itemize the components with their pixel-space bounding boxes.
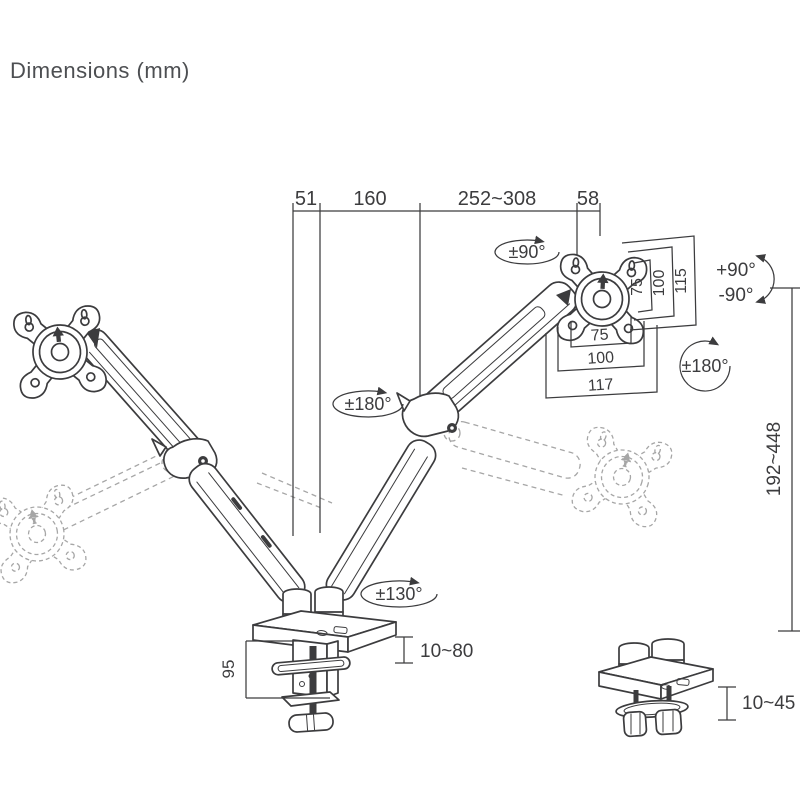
arm-swivel-label: ±180° bbox=[344, 394, 391, 414]
vesa-hole-width-100: 100 bbox=[587, 349, 615, 368]
ghost-right-arm bbox=[443, 420, 581, 497]
vesa-plate-width-117: 117 bbox=[587, 376, 614, 395]
tilt-annotation bbox=[755, 254, 775, 304]
vesa-hole-width-75: 75 bbox=[590, 326, 609, 344]
dim-reach-range: 252~308 bbox=[458, 188, 536, 210]
arm-swivel-annotation bbox=[332, 386, 404, 418]
grommet-thickness-label: 10~45 bbox=[742, 693, 795, 714]
tilt-down-label: -90° bbox=[718, 285, 753, 306]
base-swivel-annotation bbox=[360, 576, 438, 608]
right-lower-arm bbox=[325, 439, 437, 601]
page-title: Dimensions (mm) bbox=[10, 58, 190, 83]
right-upper-arm bbox=[422, 281, 578, 423]
head-swivel-annotation bbox=[679, 336, 731, 392]
ghost-left-vesa-plate bbox=[0, 482, 89, 586]
vesa-height-dimensions bbox=[621, 235, 697, 331]
ghost-right-vesa-plate bbox=[569, 424, 675, 530]
grommet-thickness-dimension bbox=[718, 686, 736, 721]
clamp-thickness-label: 10~80 bbox=[420, 641, 473, 662]
base-swivel-label: ±130° bbox=[375, 584, 422, 604]
desk-clamp bbox=[271, 639, 351, 733]
vesa-rotate-annotation bbox=[494, 235, 560, 265]
head-swivel-label: ±180° bbox=[681, 356, 728, 376]
vesa-rotate-label: ±90° bbox=[508, 242, 545, 262]
clamp-height-dimension bbox=[245, 640, 330, 699]
clamp-height-label: 95 bbox=[219, 660, 238, 679]
right-elbow-joint bbox=[396, 392, 460, 438]
vesa-hole-height-75: 75 bbox=[629, 278, 646, 296]
left-lower-arm bbox=[188, 462, 306, 604]
dim-rear-arm: 160 bbox=[353, 188, 386, 210]
height-dimension-line bbox=[770, 287, 800, 632]
dim-height-range: 192~448 bbox=[764, 422, 785, 497]
tilt-up-label: +90° bbox=[716, 260, 756, 281]
clamp-thickness-dimension bbox=[395, 636, 413, 664]
grommet-mount bbox=[598, 638, 714, 738]
dim-pole-offset: 51 bbox=[295, 188, 317, 210]
dim-head-offset: 58 bbox=[577, 188, 599, 210]
top-dimension-lines bbox=[292, 203, 601, 536]
vesa-plate-height-115: 115 bbox=[673, 268, 690, 294]
vesa-hole-height-100: 100 bbox=[651, 270, 668, 297]
